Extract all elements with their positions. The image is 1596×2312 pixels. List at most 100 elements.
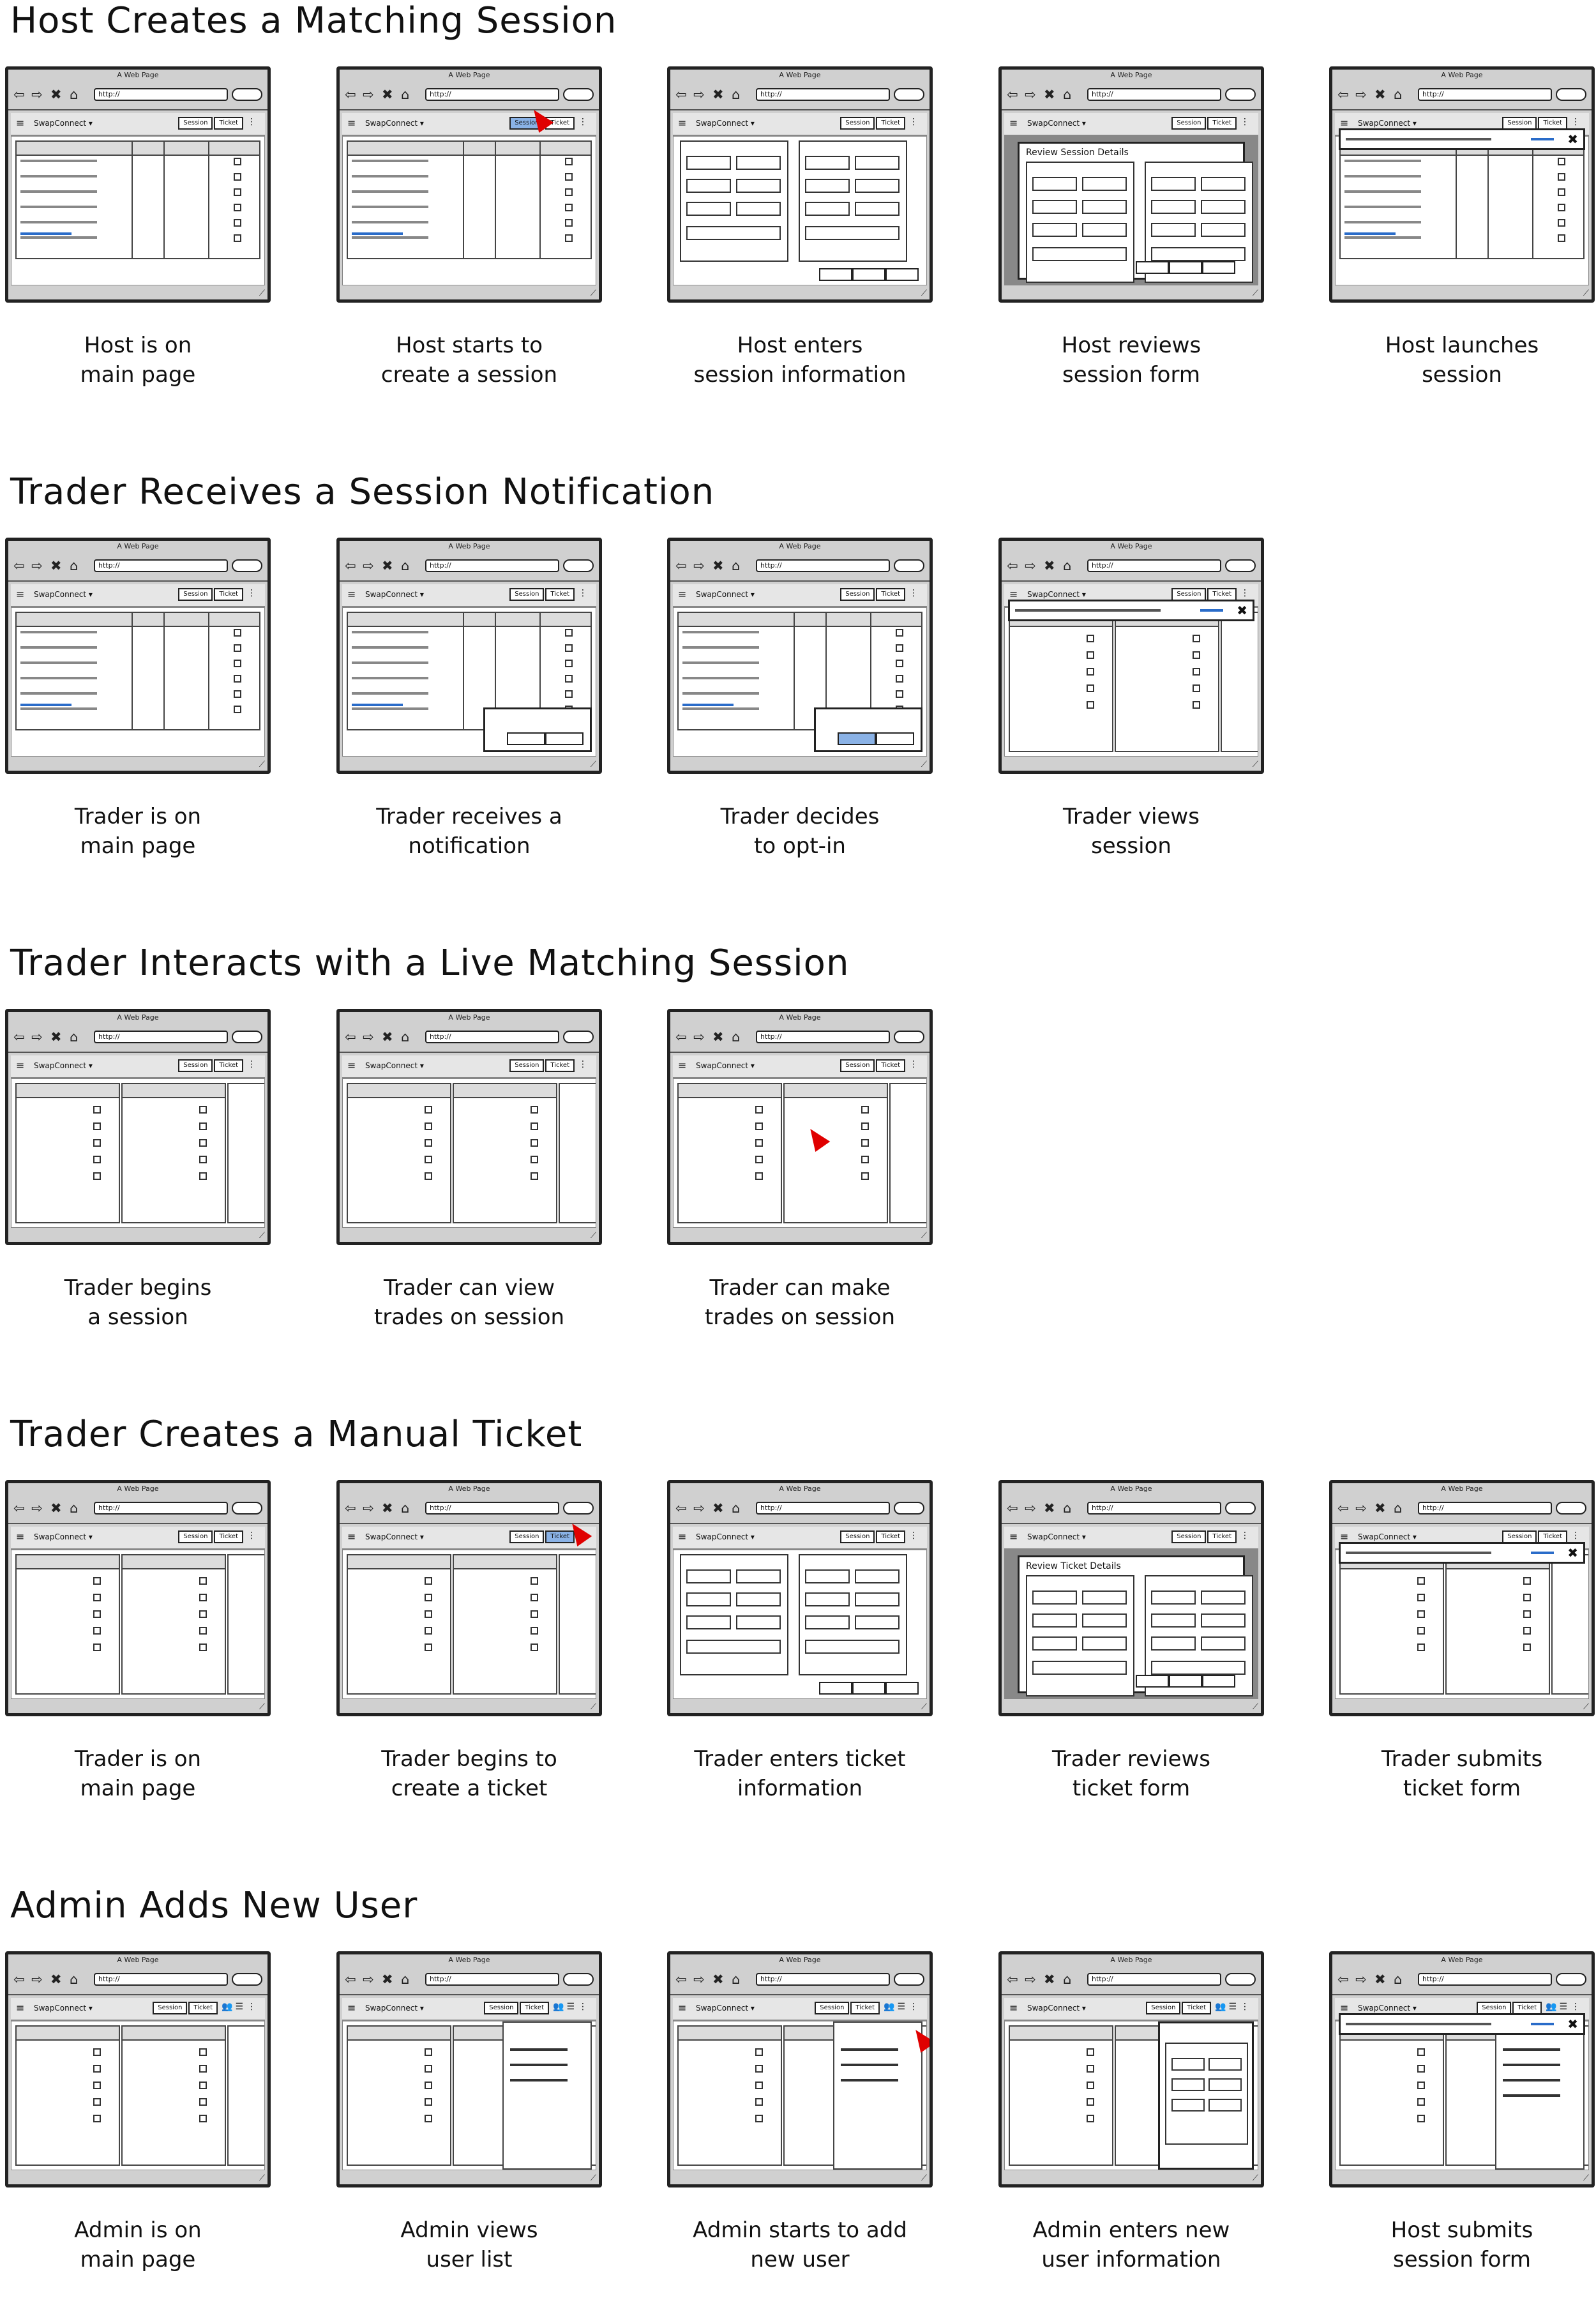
side-item-list[interactable] (1551, 1554, 1588, 1695)
session-button[interactable]: Session (840, 1530, 875, 1543)
url-input[interactable]: http:// (756, 1502, 890, 1515)
hamburger-menu-icon[interactable]: ≡ (1009, 1530, 1018, 1543)
side-item-list[interactable] (227, 2025, 264, 2166)
database-icon[interactable]: ☰ (235, 2002, 243, 2012)
browser-search-input[interactable] (894, 1502, 924, 1515)
form-field[interactable] (1208, 2099, 1242, 2112)
close-icon[interactable]: ✖ (50, 1500, 62, 1516)
resize-handle-icon[interactable]: ⟋ (921, 289, 927, 298)
trade-checkbox[interactable] (1417, 1577, 1425, 1585)
home-icon[interactable]: ⌂ (70, 1500, 79, 1516)
session-button[interactable]: Session (153, 2002, 188, 2014)
url-input[interactable]: http:// (94, 1973, 228, 1986)
cancel-button[interactable] (1136, 1675, 1169, 1688)
back-icon[interactable]: ⇦ (345, 1972, 356, 1987)
resize-handle-icon[interactable]: ⟋ (259, 2173, 265, 2183)
back-icon[interactable]: ⇦ (345, 558, 356, 573)
trade-checkbox[interactable] (755, 2065, 763, 2073)
trade-checkbox[interactable] (93, 1172, 101, 1180)
home-icon[interactable]: ⌂ (1394, 1500, 1403, 1516)
app-name-dropdown[interactable]: SwapConnect ▾ (696, 2004, 755, 2013)
more-icon[interactable]: ⋮ (1240, 588, 1249, 598)
user-list-item[interactable] (510, 2079, 568, 2082)
form-field-wide[interactable] (805, 226, 900, 240)
form-field[interactable] (855, 156, 900, 170)
session-grid-panel[interactable] (347, 2025, 451, 2166)
employee-checkbox[interactable] (896, 690, 903, 698)
hamburger-menu-icon[interactable]: ≡ (678, 117, 687, 129)
user-list-item[interactable] (510, 2048, 568, 2051)
trade-checkbox[interactable] (1087, 635, 1094, 642)
trade-checkbox[interactable] (1417, 2082, 1425, 2089)
forward-icon[interactable]: ⇨ (31, 1972, 43, 1987)
form-field[interactable] (1082, 177, 1127, 191)
back-icon[interactable]: ⇦ (345, 1500, 356, 1516)
ticket-button[interactable]: Ticket (214, 1059, 243, 1072)
more-icon[interactable]: ⋮ (247, 1059, 256, 1069)
forward-icon[interactable]: ⇨ (693, 1029, 705, 1045)
data-grid[interactable] (347, 140, 592, 259)
hamburger-menu-icon[interactable]: ≡ (1009, 2002, 1018, 2014)
home-icon[interactable]: ⌂ (1063, 87, 1072, 102)
employee-checkbox[interactable] (565, 660, 573, 667)
form-field[interactable] (1151, 1590, 1196, 1605)
trade-checkbox[interactable] (199, 2048, 207, 2056)
trade-checkbox[interactable] (425, 1610, 432, 1618)
trade-checkbox[interactable] (425, 1122, 432, 1130)
side-item-list[interactable] (559, 1554, 596, 1695)
trade-checkbox[interactable] (93, 1594, 101, 1601)
more-icon[interactable]: ⋮ (909, 2002, 918, 2012)
employee-checkbox[interactable] (1558, 234, 1565, 242)
url-input[interactable]: http:// (425, 1031, 559, 1043)
trade-checkbox[interactable] (425, 2098, 432, 2106)
session-button[interactable]: Session (1502, 1530, 1537, 1543)
trade-checkbox[interactable] (425, 1106, 432, 1114)
ticket-button[interactable]: Ticket (876, 1530, 905, 1543)
home-icon[interactable]: ⌂ (70, 558, 79, 573)
app-name-dropdown[interactable]: SwapConnect ▾ (365, 2004, 424, 2013)
trade-checkbox[interactable] (199, 2082, 207, 2089)
app-name-dropdown[interactable]: SwapConnect ▾ (1358, 2004, 1417, 2013)
app-name-dropdown[interactable]: SwapConnect ▾ (1027, 590, 1086, 599)
ticket-button[interactable]: Ticket (214, 117, 243, 130)
resize-handle-icon[interactable]: ⟋ (921, 760, 927, 769)
form-field[interactable] (736, 202, 781, 216)
url-input[interactable]: http:// (756, 559, 890, 572)
form-field[interactable] (736, 156, 781, 170)
trade-checkbox[interactable] (755, 2115, 763, 2122)
trade-checkbox[interactable] (1417, 2065, 1425, 2073)
app-name-dropdown[interactable]: SwapConnect ▾ (696, 1061, 755, 1070)
cancel-button[interactable] (1136, 261, 1169, 274)
trade-checkbox[interactable] (93, 1643, 101, 1651)
url-input[interactable]: http:// (1418, 1973, 1552, 1986)
trade-checkbox[interactable] (861, 1122, 869, 1130)
review-button[interactable] (1202, 261, 1235, 274)
browser-search-input[interactable] (894, 559, 924, 572)
users-icon[interactable]: 👥 (1546, 2002, 1557, 2012)
form-field[interactable] (736, 1569, 781, 1583)
form-field[interactable] (1151, 223, 1196, 237)
trade-checkbox[interactable] (93, 1627, 101, 1635)
session-button[interactable]: Session (840, 1059, 875, 1072)
form-field[interactable] (1151, 1613, 1196, 1628)
ticket-button[interactable]: Ticket (1207, 117, 1237, 130)
session-grid-panel[interactable] (453, 1083, 557, 1223)
form-field[interactable] (805, 202, 850, 216)
trade-checkbox[interactable] (1193, 635, 1200, 642)
close-icon[interactable]: ✖ (712, 1972, 724, 1987)
employee-checkbox[interactable] (234, 690, 241, 698)
browser-search-input[interactable] (563, 1031, 594, 1043)
home-icon[interactable]: ⌂ (732, 1500, 741, 1516)
hamburger-menu-icon[interactable]: ≡ (16, 588, 25, 600)
employee-checkbox[interactable] (234, 675, 241, 683)
forward-icon[interactable]: ⇨ (1025, 1500, 1036, 1516)
form-field-wide[interactable] (686, 226, 781, 240)
url-input[interactable]: http:// (425, 559, 559, 572)
form-field[interactable] (1171, 2058, 1205, 2071)
trade-checkbox[interactable] (861, 1172, 869, 1180)
app-name-dropdown[interactable]: SwapConnect ▾ (1027, 119, 1086, 128)
session-button[interactable]: Session (1171, 588, 1207, 601)
session-grid-panel[interactable] (453, 1554, 557, 1695)
more-icon[interactable]: ⋮ (247, 1530, 256, 1541)
user-list-item[interactable] (1503, 2094, 1560, 2097)
